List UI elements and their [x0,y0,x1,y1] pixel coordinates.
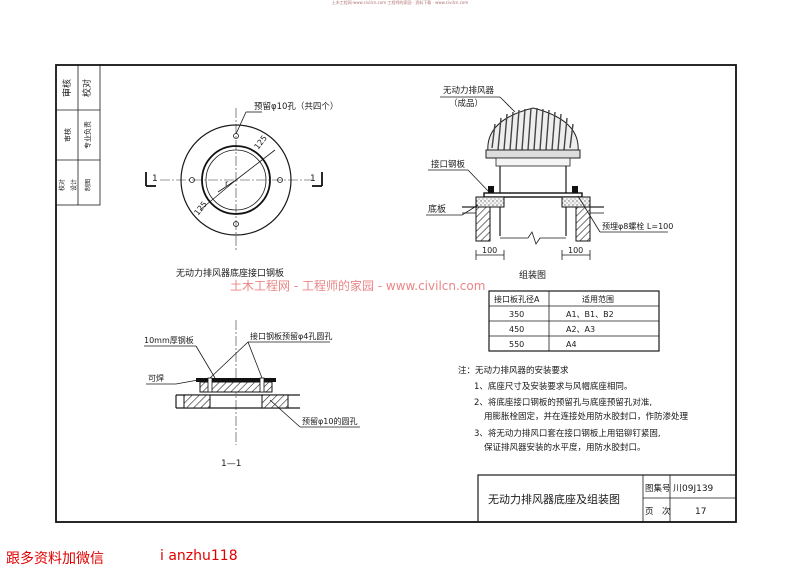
dim-100-right: 100 [568,246,583,255]
side-label-4: 设计 [70,179,78,191]
table-row-3-a: 550 [509,340,524,349]
table-row-3-scope: A4 [566,340,577,349]
section-mark-left: 1 [152,174,158,184]
side-label-5: 制图 [84,179,92,191]
fan-label: 无动力排风器 [443,85,495,96]
footer-bar: 跟多资料加微信 i anzhu118 [0,540,800,571]
bolt-label: 预埋φ8螺栓 L=100 [602,221,673,231]
table-header-scope: 适用范围 [582,294,614,304]
note-line-3: 用膨胀栓固定，并在连接处用防水胶封口，作防渗处理 [484,411,689,422]
note-line-4: 3、将无动力排风口套在接口钢板上用铝铆钉紧固, [474,428,661,439]
section-caption: 1—1 [221,459,241,469]
dim-125-b: 125 [192,200,209,218]
section-mark-right: 1 [310,174,316,184]
round-hole-label: 预留φ10的圆孔 [302,416,357,426]
side-label-1: 审核 [63,128,72,142]
side-label-3: 校对 [58,179,66,191]
table-row-2-a: 450 [509,325,524,334]
plan-caption: 无动力排风器底座接口钢板 [176,267,284,279]
table-header-a: 接口板孔径A [494,294,540,304]
plate-label: 接口钢板 [431,159,466,170]
radius-label: r [225,179,229,188]
page-label: 页 次 [645,506,671,517]
page-value: 17 [695,507,706,517]
assembly-caption: 组装图 [519,269,546,281]
footer-left-text: 跟多资料加微信 [6,551,104,567]
fan-label-sub: （成品） [449,98,483,109]
steel-plate-label: 10mm厚钢板 [144,335,194,345]
section-view: 10mm厚钢板 接口钢板预留φ4孔圆孔 可焊 预留φ10的圆孔 1—1 [144,320,360,469]
atlas-value: 川09J139 [673,484,714,494]
weld-label: 可焊 [148,373,164,383]
note-line-5: 保证排风器安装的水平度，用防水胶封口。 [484,442,646,453]
signature-2: 校对 [81,79,93,97]
table-row-1-a: 350 [509,310,524,319]
holes-label: 接口钢板预留φ4孔圆孔 [250,331,332,341]
side-block: 审核 校对 审核 专业负责 校对 设计 制图 [55,64,101,206]
dim-100-left: 100 [482,246,497,255]
hole-note: 预留φ10孔（共四个） [254,101,338,112]
red-watermark: 土木工程网 - 工程师的家园 - www.civilcn.com [230,278,485,293]
side-label-2: 专业负责 [83,121,92,149]
title-block: 无动力排风器底座及组装图 图集号 川09J139 页 次 17 [477,474,737,523]
drawing-frame [55,64,737,523]
table-row-1-scope: A1、B1、B2 [566,310,614,319]
plan-view: r 125 125 预留φ10孔（共四个） 1 1 无动力排风器底座接口钢板 [145,101,338,279]
turbine-vent [485,107,581,167]
notes-title: 注：无动力排风器的安装要求 [458,365,569,376]
assembly-view: 100 100 无动力排风器 （成品） 接口钢板 底板 预埋φ8螺栓 L=100… [426,85,673,281]
notes: 注：无动力排风器的安装要求 1、底座尺寸及安装要求与风帽底座相同。 2、将底座接… [458,365,689,453]
top-watermark: 土木工程网·www.civilcn.com 工程师的家园 · 资料下载 · ww… [331,0,469,5]
table-row-2-scope: A2、A3 [566,325,595,334]
drawing-title: 无动力排风器底座及组装图 [488,492,620,506]
scope-table: 接口板孔径A 适用范围 350 A1、B1、B2 450 A2、A3 550 A… [488,290,660,352]
note-line-1: 1、底座尺寸及安装要求与风帽底座相同。 [474,381,632,392]
signature-1: 审核 [61,79,73,97]
footer-right-text: i anzhu118 [160,548,238,564]
base-label: 底板 [428,203,446,215]
atlas-label: 图集号 [645,483,671,494]
note-line-2: 2、将底座接口钢板的预留孔与底座预留孔对准, [474,397,652,408]
dim-125-a: 125 [252,134,269,152]
